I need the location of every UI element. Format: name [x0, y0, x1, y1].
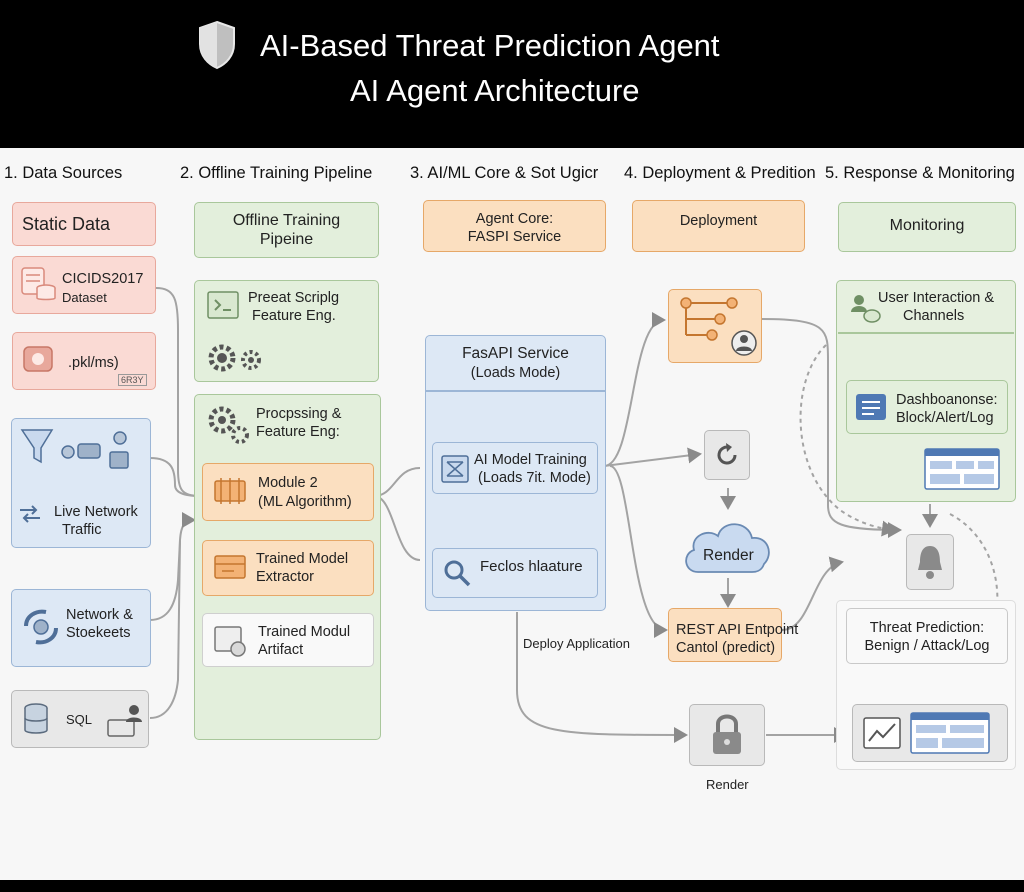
sql-label: SQL [66, 712, 93, 727]
deployment-graph-icon [680, 297, 757, 356]
model-network-icon [441, 455, 469, 483]
render-cloud-icon [685, 523, 770, 573]
users-icon [851, 295, 881, 323]
sql-database-icon [24, 703, 48, 734]
chip-icon [214, 478, 246, 504]
pkl-file-box [12, 332, 156, 390]
artifact-icon [214, 626, 246, 657]
ai-model-label-2: (Loads 7it. Mode) [478, 470, 591, 486]
database-icon [21, 267, 56, 301]
user-interaction-label-2: Channels [903, 308, 965, 324]
dashboard-list-icon [856, 394, 886, 420]
render-label: Render [703, 547, 754, 564]
monitoring-label: Monitoring [889, 217, 965, 234]
lock-icon [713, 714, 741, 754]
network-label-2: Stoekeets [66, 625, 131, 641]
fastapi-label-1: FasAPI Service [462, 345, 569, 362]
page-subtitle: AI Agent Architecture [350, 73, 640, 108]
footer-bar [0, 880, 1024, 892]
feclos-label: Feclos hlaature [480, 558, 583, 575]
threat-prediction-box [846, 608, 1008, 664]
feature-search-box [432, 548, 598, 598]
page-title: AI-Based Threat Prediction Agent [260, 28, 720, 63]
refresh-box [704, 430, 750, 480]
artifact-label-1: Trained Modul [258, 624, 351, 640]
preat-label-2: Feature Eng. [252, 308, 336, 324]
dashboard-window-icon [924, 448, 1000, 490]
trained-extractor-label-1: Trained Model [256, 551, 349, 567]
gears-icon [208, 344, 261, 372]
deployment-box [632, 200, 805, 252]
processing-label-1: Procpssing & [256, 406, 342, 422]
module-label-1: Module 2 [258, 475, 318, 491]
analytics-window-icon [910, 712, 990, 754]
agent-core-label-1: Agent Core: [475, 211, 554, 227]
script-icon [207, 291, 239, 319]
deploy-application-label: Deploy Application [523, 636, 630, 651]
module-label-2: (ML Algorithm) [258, 494, 352, 510]
shield-icon [199, 20, 235, 70]
refresh-icon [717, 443, 737, 465]
section-heading-ai-ml-core: 3. AI/ML Core & Sot Ugicr [410, 164, 599, 182]
offline-training-label-2: Pipeine [259, 231, 314, 248]
agent-core-label-2: FASPI Service [467, 229, 562, 245]
render-label-2: Render [706, 777, 749, 792]
artifact-label-2: Artifact [258, 642, 304, 658]
rest-api-label-1: REST API Entpoint [676, 622, 799, 638]
line-chart-icon [863, 717, 901, 749]
trained-extractor-label-2: Extractor [256, 569, 315, 585]
processing-label-2: Feature Eng: [256, 424, 340, 440]
user-card-icon [107, 705, 142, 737]
bell-icon [918, 546, 942, 579]
network-label-1: Network & [66, 607, 133, 623]
dashboard-label-2: Block/Alert/Log [896, 410, 994, 426]
fastapi-label-2: (Loads Mode) [470, 365, 561, 381]
extractor-icon [214, 555, 246, 579]
network-pipeline-icon [20, 429, 129, 469]
deployment-label: Deployment [679, 213, 758, 229]
section-heading-data-sources: 1. Data Sources [4, 164, 123, 182]
preat-label-1: Preeat Scriplg [248, 290, 340, 306]
model-file-icon [23, 346, 53, 372]
live-network-label-2: Traffic [62, 522, 102, 538]
rest-api-label-2: Cantol (predict) [676, 640, 776, 656]
cicids-label: CICIDS2017 [62, 271, 144, 287]
user-interaction-label-1: User Interaction & [878, 290, 995, 306]
search-icon [444, 560, 471, 587]
pkl-tag: 6R3Y [118, 374, 147, 386]
dataset-label: Dataset [62, 290, 107, 305]
section-heading-offline-training: 2. Offline Training Pipeline [180, 164, 373, 182]
header-bar: AI-Based Threat Prediction Agent AI Agen… [0, 0, 1024, 148]
user-interaction-divider [838, 332, 1014, 334]
pkl-label: .pkl/ms) [68, 355, 119, 371]
rest-api-box [668, 608, 782, 662]
gear-icon [208, 406, 249, 444]
fastapi-divider [426, 390, 605, 392]
monitoring-box [838, 202, 1016, 252]
threat-prediction-label-1: Threat Prediction: [869, 620, 985, 636]
offline-training-label-1: Offline Training [232, 212, 341, 229]
dashboard-label-1: Dashboanonse: [896, 392, 998, 408]
section-heading-deployment: 4. Deployment & Predition [624, 164, 816, 182]
arrows-icon [20, 505, 40, 523]
offline-training-header-box [194, 202, 379, 258]
section-heading-response: 5. Response & Monitoring [825, 164, 1015, 182]
static-data-box [12, 202, 156, 246]
ai-model-label-1: AI Model Training [474, 452, 587, 468]
agent-core-box [423, 200, 606, 252]
network-sockets-icon [24, 609, 58, 645]
threat-prediction-label-2: Benign / Attack/Log [864, 638, 990, 654]
live-network-label-1: Live Network [54, 504, 138, 520]
static-data-label: Static Data [22, 214, 111, 234]
